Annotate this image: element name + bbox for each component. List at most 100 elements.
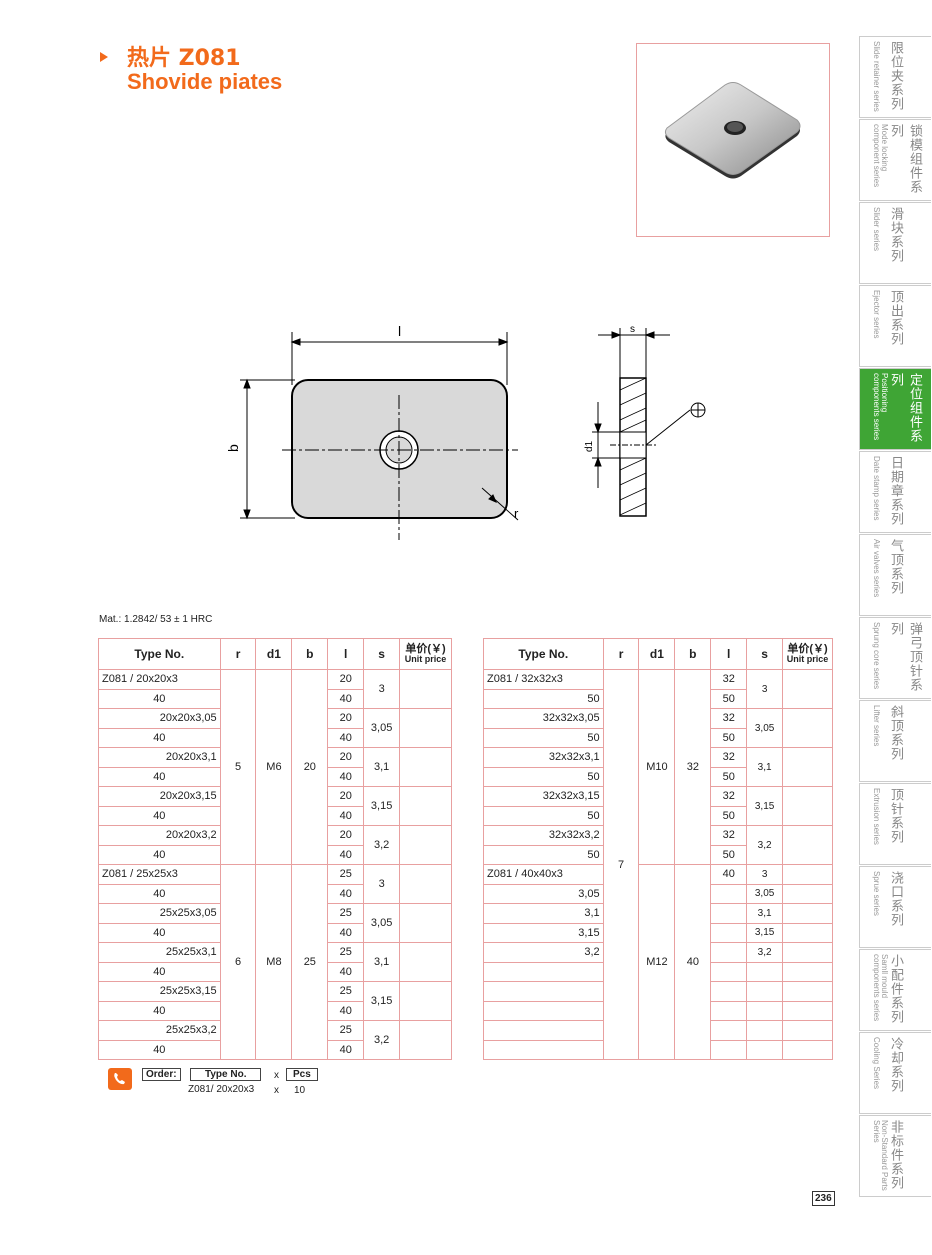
cell-l: 40 [327,766,365,787]
cell-b: 40 [674,864,712,1060]
sidebar-tab-label-en: Non-Standard Parts Series [872,1120,889,1191]
cell-l: 40 [327,883,365,904]
cell-type: 20x20x3,05 [98,708,221,729]
cell-s: 3 [746,669,784,709]
sidebar-tab-label-en: Sprue series [872,871,881,916]
table-row [483,1020,833,1041]
cell-type: 25x25x3,15 [98,981,221,1002]
cell-s [746,1000,784,1021]
cell-type: 40 [98,805,221,826]
cell-price [782,708,833,748]
cell-s: 3 [363,669,401,709]
header-r: r [219,638,257,670]
sidebar-tab-label-cn: 小配件系列 [888,954,903,1024]
table-header-row: Type No. r d1 b l s 单价(￥)Unit price [98,638,452,670]
cell-price [782,981,833,1002]
cell-price [399,708,452,748]
sidebar-tab-label-en: Extrusion series [872,788,881,845]
product-photo-image [664,82,801,179]
cell-type: 40 [98,1000,221,1021]
header-d1: d1 [638,638,676,670]
cell-type: 3,2 [483,942,604,963]
cell-type [483,1000,604,1021]
cell-l [710,1000,748,1021]
table-header-row: Type No. r d1 b l s 单价(￥)Unit price [483,638,833,670]
cell-b: 32 [674,669,712,865]
header-price-cn: 单价(￥) [787,643,828,655]
material-spec: Mat.: 1.2842/ 53 ± 1 HRC [99,614,213,625]
cell-s: 3,2 [363,1020,401,1060]
cell-s: 3 [746,864,784,885]
cell-price [782,1039,833,1060]
cell-l [710,942,748,963]
cell-l: 25 [327,903,365,924]
cell-l: 40 [327,922,365,943]
header-price: 单价(￥)Unit price [782,638,833,670]
header-r: r [602,638,640,670]
dim-label-l: l [398,323,401,339]
cell-type: 40 [98,727,221,748]
cell-type: 40 [98,883,221,904]
cell-l: 32 [710,786,748,807]
dim-label-b: b [225,444,241,452]
sidebar-tab-label-cn: 定位组件系列 [888,373,922,443]
sidebar-tab-6[interactable]: Date stamp series 日期章系列 [859,451,931,533]
sidebar-tab-label-en: Lifter series [872,705,881,747]
cell-b: 25 [291,864,329,1060]
cell-s: 3,1 [746,903,784,924]
cell-type: 32x32x3,05 [483,708,604,729]
cell-type: 20x20x3,15 [98,786,221,807]
cell-s: 3,15 [746,922,784,943]
cell-l: 20 [327,786,365,807]
sidebar-tab-label-en: Date stamp series [872,456,881,521]
sidebar-tab-label-cn: 斜顶系列 [888,705,903,761]
cell-s: 3,05 [746,708,784,748]
header-price-en: Unit price [404,654,447,664]
sidebar-tab-9[interactable]: Lifter series 斜顶系列 [859,700,931,782]
cell-type: 20x20x3,1 [98,747,221,768]
cell-l: 40 [710,864,748,885]
order-times-1: x [274,1070,279,1081]
cell-type: 40 [98,766,221,787]
cell-type: Z081 / 20x20x3 [98,669,221,690]
spec-table-right: Type No. r d1 b l s 单价(￥)Unit price Z081… [483,638,833,1060]
cell-s [746,981,784,1002]
sidebar-tab-label-en: Cooling Series [872,1037,881,1090]
sidebar-tab-label-cn: 日期章系列 [888,456,903,526]
cell-type: 32x32x3,2 [483,825,604,846]
cell-price [399,669,452,709]
sidebar-tab-label-en: Samll mould components series [872,954,889,1022]
spec-table-left: Type No. r d1 b l s 单价(￥)Unit price Z081… [98,638,452,1060]
cell-s: 3,2 [746,825,784,865]
cell-s: 3,1 [363,942,401,982]
cell-l: 50 [710,727,748,748]
cell-l: 25 [327,942,365,963]
cell-price [782,825,833,865]
cell-type: 50 [483,805,604,826]
cell-b: 20 [291,669,329,865]
phone-order-icon [108,1068,132,1090]
cell-l: 50 [710,688,748,709]
header-b: b [674,638,712,670]
